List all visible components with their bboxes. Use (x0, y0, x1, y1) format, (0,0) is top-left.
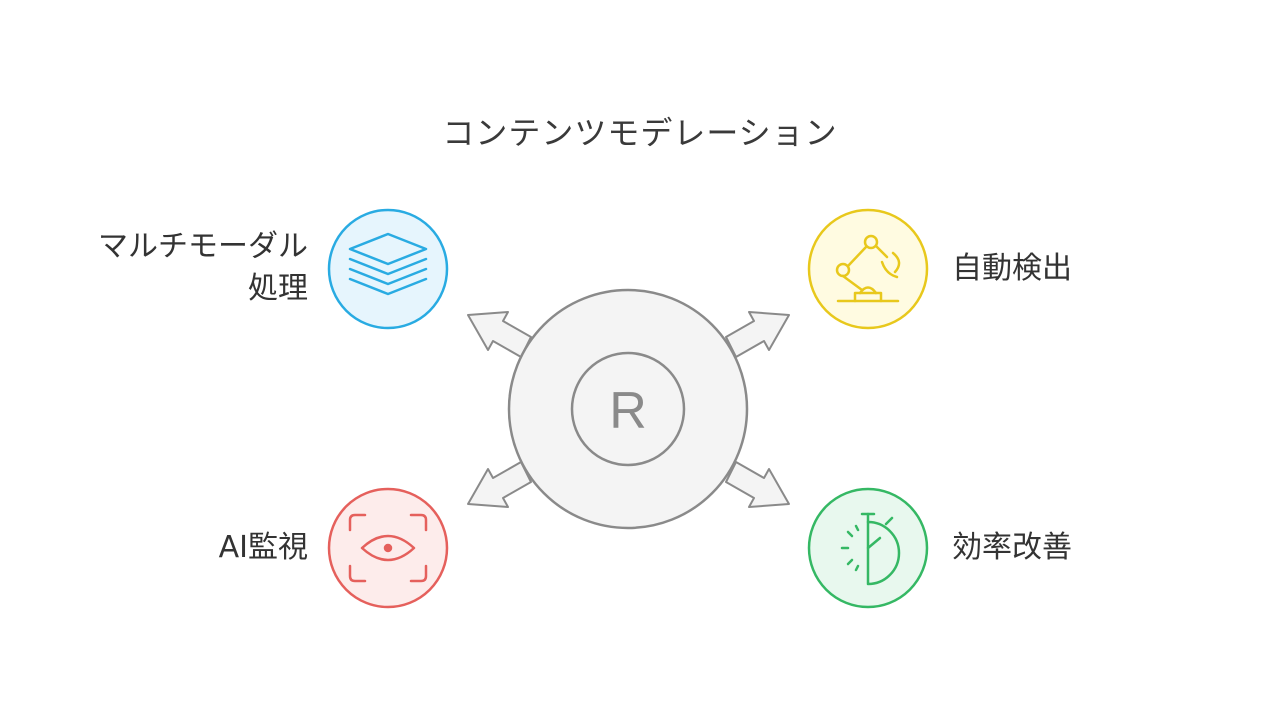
label-multimodal-line-2: 処理 (248, 271, 308, 306)
stopwatch-icon (840, 512, 901, 586)
hub-inner-circle (570, 351, 686, 467)
label-auto-detect-text: 自動検出 (952, 251, 1072, 286)
hub-letter: R (609, 382, 647, 440)
layers-icon (348, 232, 428, 296)
label-multimodal: マルチモーダル 処理 (98, 226, 308, 310)
label-efficiency: 効率改善 (952, 527, 1072, 569)
label-efficiency-text: 効率改善 (952, 530, 1072, 565)
arrow-upper-right (725, 311, 790, 358)
eye-scan-icon (348, 513, 428, 583)
arrow-lower-right (725, 461, 790, 508)
auto-detect-circle (807, 208, 929, 330)
label-auto-detect: 自動検出 (952, 248, 1072, 290)
arrow-upper-left (467, 311, 532, 358)
label-ai-monitor: AI監視 (219, 527, 308, 569)
label-multimodal-line-1: マルチモーダル (98, 229, 308, 264)
diagram-title: コンテンツモデレーション (442, 114, 838, 152)
label-ai-monitor-text: AI監視 (218, 530, 308, 565)
multimodal-circle (327, 208, 449, 330)
arrow-lower-left (467, 461, 532, 508)
robot-arm-icon (835, 234, 901, 303)
